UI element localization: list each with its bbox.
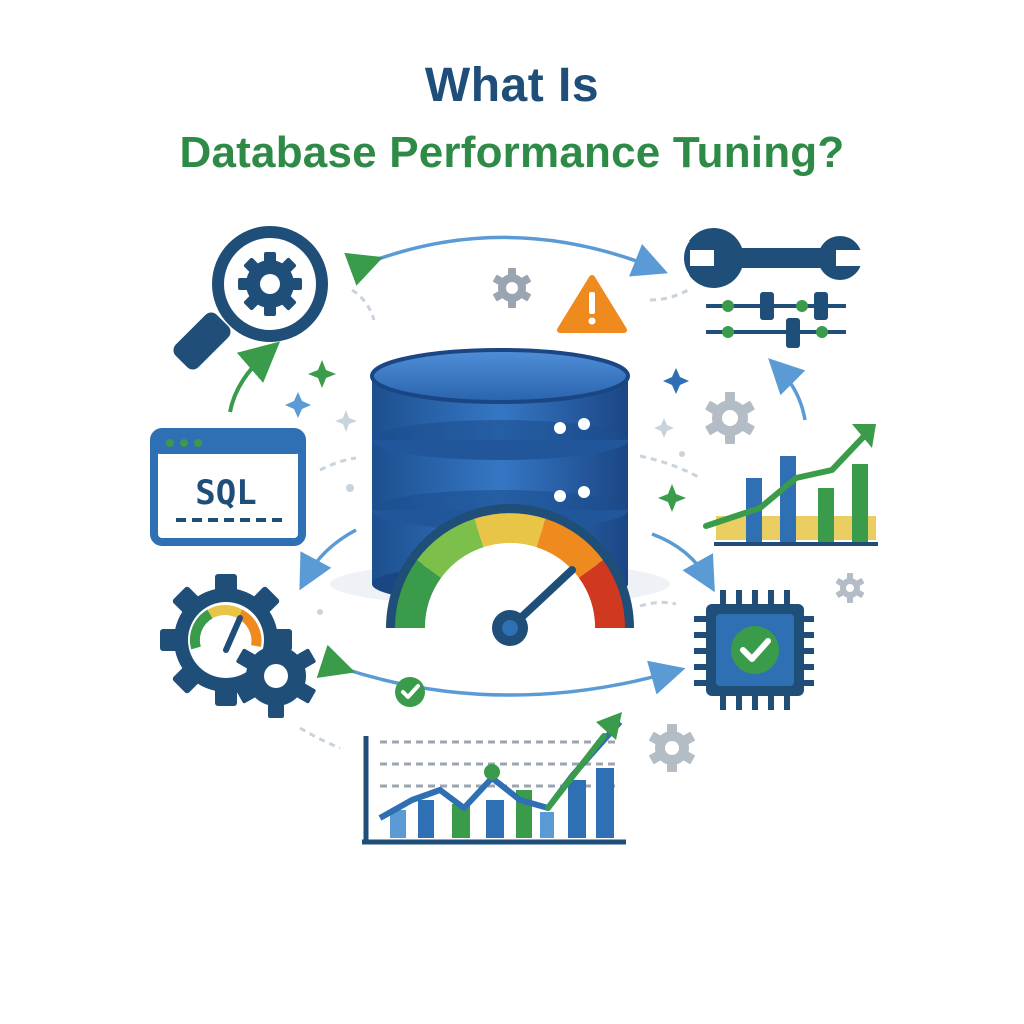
faint-arrow-5 [299, 726, 341, 750]
dot-3 [317, 609, 323, 615]
sparkle-5 [654, 418, 674, 438]
flow-arrows [228, 235, 807, 750]
performance-gauge-icon [386, 504, 634, 646]
bar-chart-trend-icon [703, 424, 878, 546]
faint-arrow-6 [639, 600, 677, 608]
check-badge-icon [395, 677, 425, 707]
left-lower-arrow [299, 528, 357, 591]
sparkle-4 [663, 368, 689, 394]
sparkle-2 [285, 392, 311, 418]
right-lower-arrow [651, 532, 715, 593]
small-gear-bottom-icon [649, 724, 695, 772]
title-line-2: Database Performance Tuning? [179, 128, 845, 177]
faint-arrow-3 [639, 454, 701, 480]
dot-2 [679, 451, 685, 457]
wrench-icon [684, 228, 866, 288]
faint-arrow-4 [319, 456, 357, 472]
dot-1 [346, 484, 354, 492]
faint-arrow-2 [649, 288, 689, 302]
magnifier-gear-icon [173, 226, 328, 370]
small-gear-top-icon [493, 268, 531, 308]
small-gear-far-right-icon [835, 573, 865, 603]
cpu-check-icon [694, 590, 814, 710]
sql-window-icon: SQL [150, 428, 306, 546]
sparkle-1 [308, 360, 336, 388]
sliders-icon [706, 292, 846, 348]
sparkles [285, 360, 689, 615]
gear-speedometer-icon [160, 574, 316, 718]
title-line-1: What Is [424, 59, 600, 112]
sparkle-6 [658, 484, 686, 512]
top-arc-arrow [344, 235, 669, 286]
left-upper-arrow [228, 341, 281, 413]
faint-arrow-1 [351, 288, 376, 321]
line-bar-chart-icon [362, 712, 626, 845]
small-gear-right-icon [705, 392, 755, 444]
bottom-arc-arrow [316, 644, 686, 697]
sparkle-3 [335, 410, 357, 432]
warning-icon [557, 275, 627, 333]
right-upper-arrow [768, 358, 807, 421]
sql-label: SQL [195, 473, 256, 513]
